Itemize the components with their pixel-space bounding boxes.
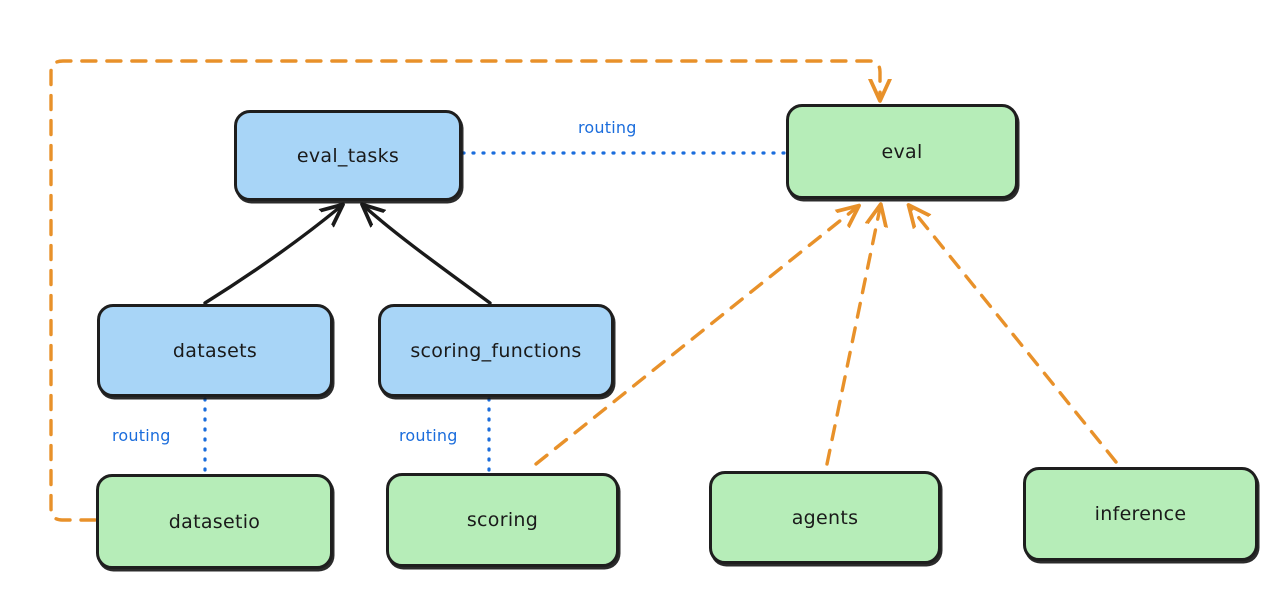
node-label-datasets: datasets bbox=[172, 339, 258, 362]
node-datasetio[interactable]: datasetio bbox=[96, 474, 333, 569]
node-label-agents: agents bbox=[791, 506, 859, 529]
edge-datasets-to-eval-tasks bbox=[203, 207, 340, 305]
node-datasets[interactable]: datasets bbox=[97, 304, 333, 397]
node-label-eval_tasks: eval_tasks bbox=[296, 144, 400, 167]
edge-inference-to-eval bbox=[911, 208, 1118, 464]
edge-label-routing-eval_tasks-eval: routing bbox=[578, 118, 637, 137]
edge-label-routing-datasets-datasetio: routing bbox=[112, 426, 171, 445]
node-eval_tasks[interactable]: eval_tasks bbox=[234, 110, 462, 201]
node-agents[interactable]: agents bbox=[709, 471, 941, 564]
node-label-scoring_functions: scoring_functions bbox=[410, 339, 582, 362]
node-scoring[interactable]: scoring bbox=[386, 473, 619, 567]
edge-scoring-functions-to-eval-tasks bbox=[365, 207, 492, 305]
node-scoring_functions[interactable]: scoring_functions bbox=[378, 304, 614, 397]
node-label-datasetio: datasetio bbox=[168, 510, 261, 533]
edge-label-routing-scoring_functions-scoring: routing bbox=[399, 426, 458, 445]
edge-datasetio-to-eval bbox=[49, 59, 880, 522]
node-eval[interactable]: eval bbox=[786, 104, 1018, 199]
node-label-inference: inference bbox=[1094, 503, 1187, 525]
node-label-scoring: scoring bbox=[466, 509, 539, 531]
edge-agents-to-eval bbox=[825, 208, 880, 466]
node-label-eval: eval bbox=[881, 140, 923, 163]
node-inference[interactable]: inference bbox=[1023, 467, 1258, 561]
